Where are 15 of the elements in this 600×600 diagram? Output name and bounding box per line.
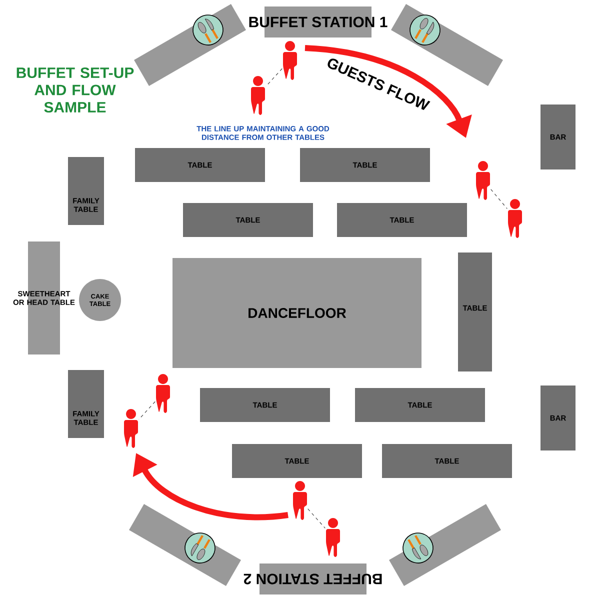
dashed-line: [266, 68, 282, 87]
person-icon: [508, 199, 522, 238]
person-icon: [251, 76, 265, 115]
person-icon: [293, 481, 307, 520]
person-icon: [124, 409, 138, 448]
dashed-line: [138, 401, 156, 420]
buffet-table: BUFFET STATION 2: [244, 564, 382, 594]
dashed-line: [308, 508, 326, 528]
dashed-line: [490, 189, 508, 209]
title: BUFFET SET-UP AND FLOW SAMPLE: [16, 67, 134, 113]
person-icon: [283, 41, 297, 80]
person-icon: [156, 374, 170, 413]
person-icon: [476, 161, 490, 200]
dancefloor: DANCEFLOOR: [172, 258, 422, 368]
person-icon: [326, 518, 340, 557]
